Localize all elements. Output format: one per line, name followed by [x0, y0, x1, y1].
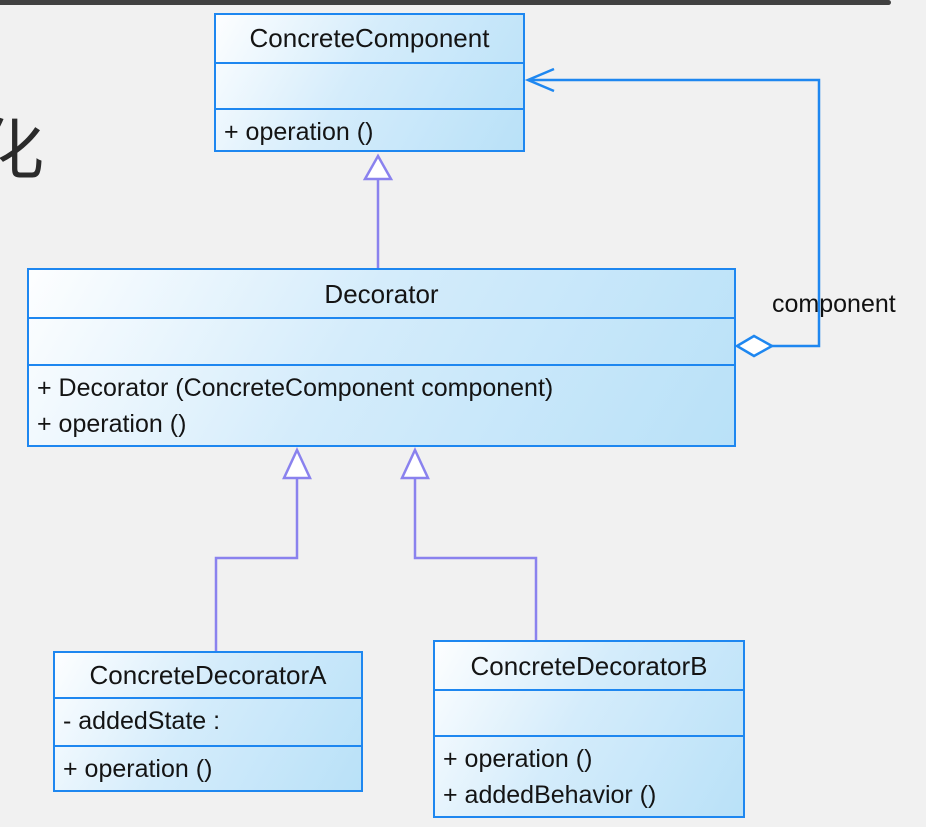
- attributes-compartment: - addedState :: [55, 697, 361, 745]
- method: + operation (): [63, 755, 213, 783]
- attributes-compartment: [216, 61, 523, 108]
- aggregation-role-label: component: [772, 290, 896, 318]
- class-box-concretedecoratorb: ConcreteDecoratorB + operation () + adde…: [433, 640, 745, 818]
- class-box-concretecomponent: ConcreteComponent + operation (): [214, 13, 525, 152]
- method: + operation (): [224, 118, 374, 146]
- method: + operation (): [37, 410, 187, 438]
- generalization-decoratora-to-decorator: [214, 447, 312, 651]
- class-box-concretedecoratora: ConcreteDecoratorA - addedState : + oper…: [53, 651, 363, 792]
- method: + addedBehavior (): [443, 781, 657, 809]
- methods-compartment: + operation (): [216, 108, 523, 150]
- methods-compartment: + operation () + addedBehavior (): [435, 735, 743, 816]
- clipped-cjk-text: 化: [0, 112, 44, 189]
- class-name: ConcreteDecoratorB: [470, 650, 708, 681]
- class-name: Decorator: [324, 278, 439, 309]
- attributes-compartment: [435, 689, 743, 735]
- attributes-compartment: [29, 317, 734, 364]
- class-name: ConcreteDecoratorA: [89, 660, 327, 690]
- method: + operation (): [443, 745, 593, 773]
- class-box-decorator: Decorator + Decorator (ConcreteComponent…: [27, 268, 736, 447]
- slide-top-bar: [0, 0, 891, 5]
- generalization-decorator-to-concretecomponent: [362, 153, 394, 268]
- methods-compartment: + operation (): [55, 745, 361, 790]
- methods-compartment: + Decorator (ConcreteComponent component…: [29, 364, 734, 445]
- class-name: ConcreteComponent: [249, 23, 490, 54]
- generalization-decoratorb-to-decorator: [400, 447, 538, 640]
- attribute: - addedState :: [63, 707, 221, 735]
- method: + Decorator (ConcreteComponent component…: [37, 374, 554, 402]
